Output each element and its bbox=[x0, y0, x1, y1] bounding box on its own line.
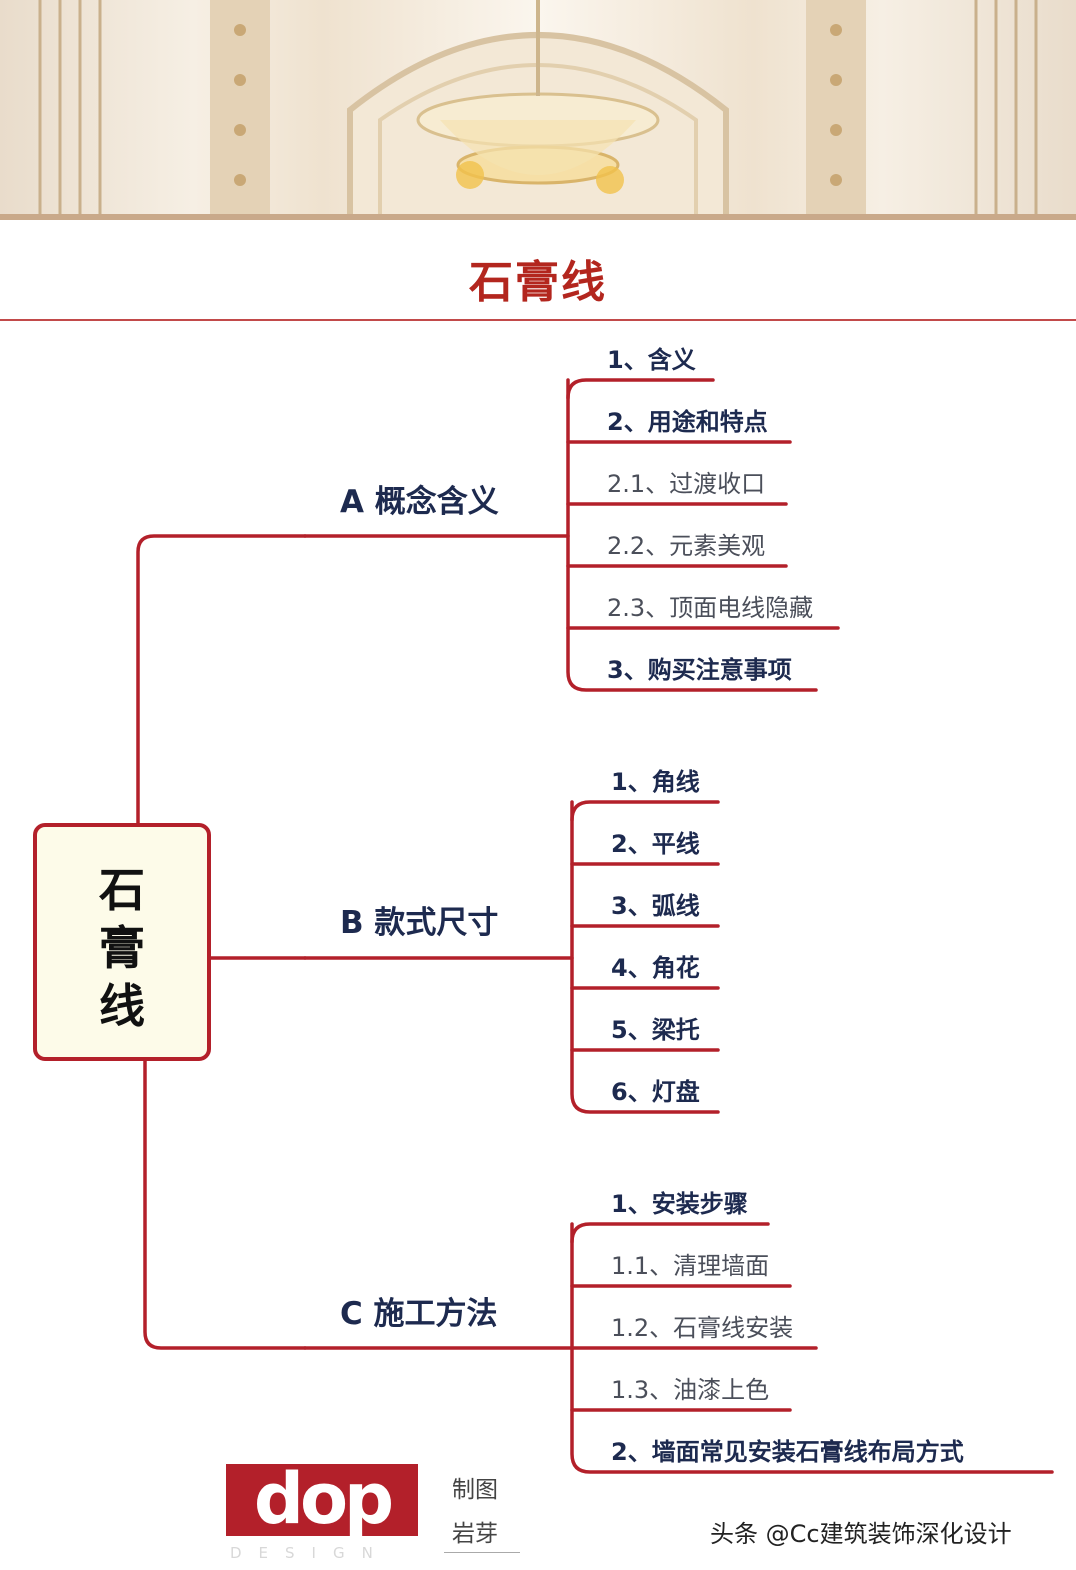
root-node-label: 石 膏 线 bbox=[99, 863, 145, 1033]
maker-name: 岩芽 bbox=[452, 1521, 498, 1547]
leaf-b-1: 1、角线 bbox=[611, 768, 700, 796]
logo-subtitle: DESIGN bbox=[230, 1544, 390, 1562]
maker-label: 制图 bbox=[452, 1477, 498, 1503]
leaf-c-1: 1、安装步骤 bbox=[611, 1190, 748, 1218]
header-banner-image bbox=[0, 0, 1076, 218]
leaf-b-6: 6、灯盘 bbox=[611, 1078, 700, 1106]
leaf-c-1-3: 1.3、油漆上色 bbox=[611, 1376, 770, 1404]
logo-text: dop bbox=[253, 1458, 394, 1540]
leaf-a-2-2: 2.2、元素美观 bbox=[607, 532, 766, 560]
leaf-b-3: 3、弧线 bbox=[611, 892, 700, 920]
leaf-b-2: 2、平线 bbox=[611, 830, 700, 858]
leaf-a-3: 3、购买注意事项 bbox=[607, 656, 792, 684]
maker-divider bbox=[444, 1552, 520, 1553]
leaf-a-2: 2、用途和特点 bbox=[607, 408, 768, 436]
connector-root-c bbox=[143, 1059, 307, 1350]
leaf-a-2-3: 2.3、顶面电线隐藏 bbox=[607, 594, 814, 622]
banner-border bbox=[0, 214, 1076, 220]
connector-root-a bbox=[136, 534, 307, 825]
dop-logo: dop bbox=[226, 1458, 418, 1540]
branch-b-label: B 款式尺寸 bbox=[340, 905, 499, 941]
branch-a-label: A 概念含义 bbox=[340, 484, 499, 520]
source-credit: 头条 @Cc建筑装饰深化设计 bbox=[710, 1520, 1012, 1548]
leaf-c-1-1: 1.1、清理墙面 bbox=[611, 1252, 770, 1280]
leaf-b-4: 4、角花 bbox=[611, 954, 700, 982]
title-bar bbox=[0, 220, 1076, 320]
root-node: 石 膏 线 bbox=[33, 823, 211, 1061]
leaf-c-2: 2、墙面常见安装石膏线布局方式 bbox=[611, 1438, 964, 1466]
leaf-a-2-1: 2.1、过渡收口 bbox=[607, 470, 766, 498]
ceiling-chandelier-illustration bbox=[38, 0, 1038, 218]
page-title: 石膏线 bbox=[469, 257, 607, 308]
branch-c-label: C 施工方法 bbox=[340, 1296, 498, 1332]
title-divider bbox=[0, 319, 1076, 321]
leaf-c-1-2: 1.2、石膏线安装 bbox=[611, 1314, 794, 1342]
leaf-a-1: 1、含义 bbox=[607, 346, 696, 374]
leaf-b-5: 5、梁托 bbox=[611, 1016, 700, 1044]
